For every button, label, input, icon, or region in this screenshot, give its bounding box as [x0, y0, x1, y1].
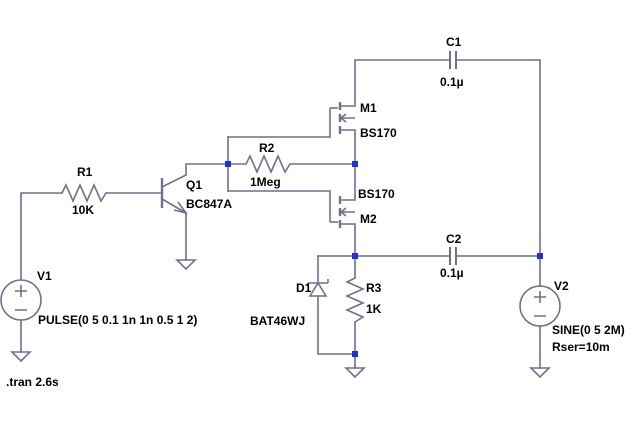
resistor-zigzag — [245, 154, 291, 174]
ground-v1 — [10, 351, 32, 363]
c2-name: C2 — [446, 232, 462, 246]
voltage-source-symbol — [519, 285, 561, 327]
m2-mosfet[interactable]: BS170 M2 — [329, 187, 395, 230]
transistor-collector — [161, 174, 187, 188]
mosfet-terminals — [340, 196, 356, 230]
wire-m1-c1[interactable] — [354, 59, 451, 101]
wires — [20, 59, 541, 369]
m2-value: BS170 — [358, 187, 395, 201]
capacitor-plates — [449, 247, 457, 265]
ground-v2 — [529, 367, 551, 379]
d1-name: D1 — [296, 281, 312, 295]
q1-value: BC847A — [186, 197, 232, 211]
resistor-zigzag — [61, 183, 107, 203]
polarity-marks — [534, 291, 546, 317]
junction-dot — [352, 351, 358, 357]
emitter-arrow — [173, 201, 188, 215]
r1-name: R1 — [77, 165, 93, 179]
c2-capacitor[interactable]: C2 0.1µ — [440, 232, 464, 280]
junction-dot — [225, 161, 231, 167]
diode-bar — [307, 279, 329, 287]
d1-value: BAT46WJ — [250, 314, 305, 328]
m1-value: BS170 — [360, 126, 397, 140]
r2-value: 1Meg — [250, 175, 281, 189]
junction-dot — [352, 161, 358, 167]
junction-dot — [537, 253, 543, 259]
polarity-marks — [15, 285, 27, 311]
r1-resistor[interactable]: R1 10K — [61, 165, 107, 217]
m2-name: M2 — [360, 212, 377, 226]
ground-q1 — [175, 259, 197, 271]
v1-source[interactable]: V1 PULSE(0 5 0.1 1n 1n 0.5 1 2) — [0, 269, 197, 327]
wire-c1-v2[interactable] — [455, 59, 541, 287]
q1-name: Q1 — [186, 178, 202, 192]
c1-name: C1 — [446, 35, 462, 49]
q1-transistor[interactable]: Q1 BC847A — [160, 174, 232, 215]
r3-name: R3 — [366, 281, 382, 295]
r1-value: 10K — [72, 203, 94, 217]
v2-source[interactable]: V2 SINE(0 5 2M) Rser=10m — [519, 279, 625, 354]
c1-capacitor[interactable]: C1 0.1µ — [440, 35, 464, 89]
m1-name: M1 — [360, 101, 377, 115]
junction-dot — [352, 253, 358, 259]
sim-directive[interactable]: .tran 2.6s — [6, 375, 59, 389]
mosfet-terminals — [340, 100, 356, 135]
r3-value: 1K — [366, 302, 382, 316]
ground-icon — [10, 351, 32, 363]
ground-icon — [175, 259, 197, 271]
m1-mosfet[interactable]: M1 BS170 — [329, 100, 397, 140]
v2-value: SINE(0 5 2M) — [552, 323, 625, 337]
v1-value: PULSE(0 5 0.1 1n 1n 0.5 1 2) — [38, 313, 197, 327]
v2-rser: Rser=10m — [552, 340, 610, 354]
ground-icon — [529, 367, 551, 379]
transistor-emitter — [161, 198, 187, 214]
ground-icon — [344, 367, 366, 379]
capacitor-plates — [449, 51, 457, 69]
c1-value: 0.1µ — [440, 75, 464, 89]
diode-triangle — [308, 281, 328, 311]
c2-value: 0.1µ — [440, 266, 464, 280]
r2-resistor[interactable]: R2 1Meg — [245, 141, 291, 189]
resistor-zigzag — [345, 277, 365, 323]
v1-name: V1 — [37, 269, 52, 283]
ground-r3 — [344, 367, 366, 379]
r3-resistor[interactable]: R3 1K — [345, 277, 382, 323]
voltage-source-symbol — [0, 279, 42, 321]
v2-name: V2 — [554, 279, 569, 293]
junctions — [225, 161, 543, 357]
mosfet-arrow — [339, 113, 347, 123]
d1-diode[interactable]: D1 BAT46WJ — [250, 279, 329, 328]
r2-name: R2 — [259, 141, 275, 155]
mosfet-arrow — [339, 207, 347, 217]
wire-q1-collector[interactable] — [185, 163, 229, 176]
wire-v1-r1[interactable] — [20, 192, 63, 281]
wire-d1-bottom[interactable] — [317, 310, 356, 355]
